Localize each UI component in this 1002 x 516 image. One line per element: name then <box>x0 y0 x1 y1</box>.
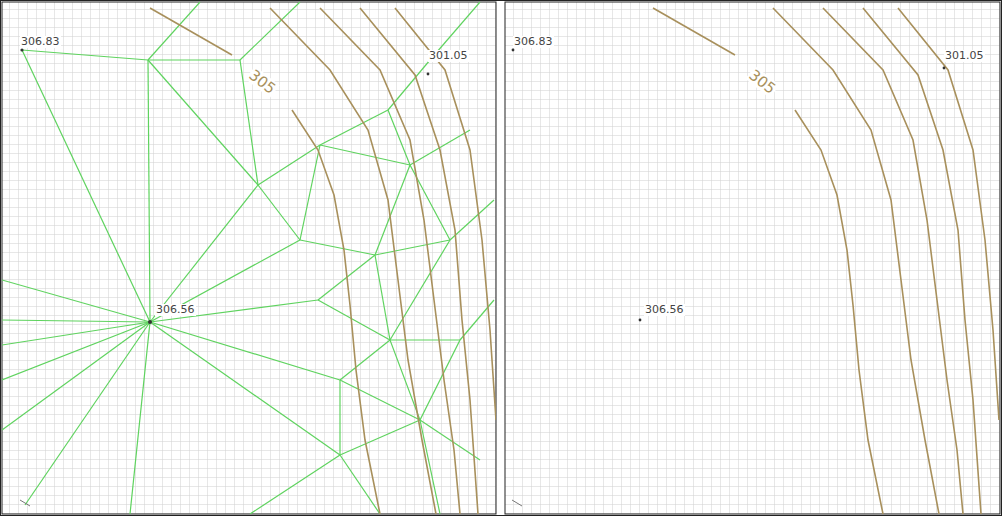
elevation-label: 301.05 <box>428 50 469 62</box>
elevation-label: 306.56 <box>155 304 196 316</box>
elevation-label: 306.56 <box>644 304 685 316</box>
elevation-label: 306.83 <box>20 36 61 48</box>
elevation-label: 301.05 <box>944 50 985 62</box>
elevation-label: 306.83 <box>513 36 554 48</box>
